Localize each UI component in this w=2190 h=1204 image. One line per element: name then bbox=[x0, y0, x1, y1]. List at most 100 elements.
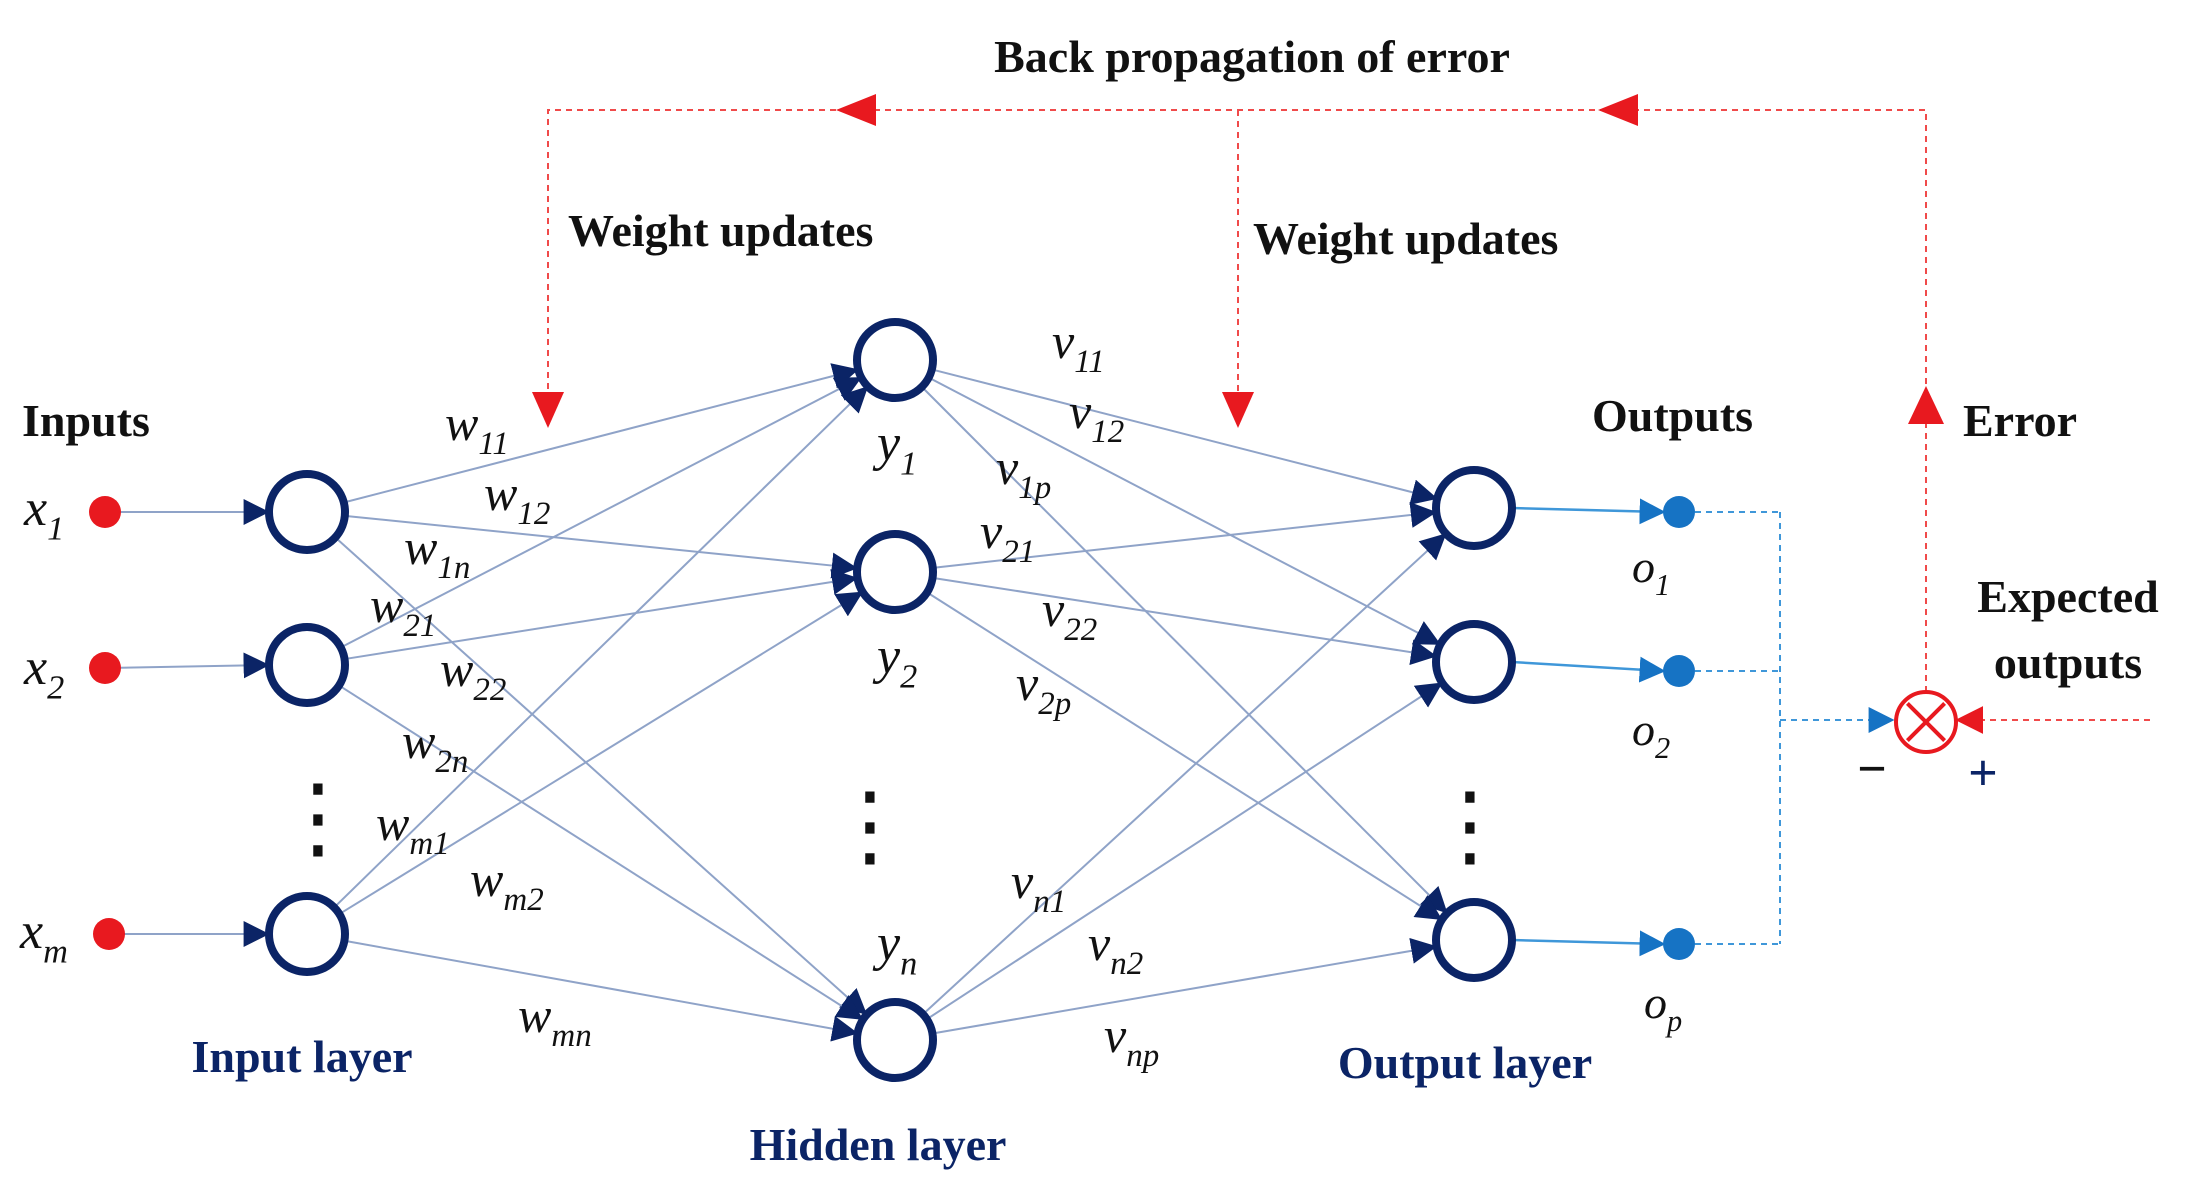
link-w-2-1 bbox=[338, 591, 864, 915]
weight-w-1n-subscript: 1n bbox=[437, 550, 470, 586]
weight-w-m1-subscript: m1 bbox=[409, 826, 449, 862]
output-lines bbox=[1511, 498, 1895, 957]
backprop-arrow-right bbox=[1598, 94, 1638, 126]
nodes bbox=[89, 94, 1958, 1082]
link-v-1-0 bbox=[932, 502, 1437, 569]
weight-w-mn-subscript: mn bbox=[551, 1018, 591, 1054]
weight-w-22-base: w bbox=[440, 641, 473, 697]
weight-v-22-subscript: 22 bbox=[1064, 612, 1097, 648]
weight-v-12-subscript: 12 bbox=[1091, 414, 1124, 450]
weight-w-m1-base: w bbox=[376, 795, 409, 851]
weight-v-n2-base: v bbox=[1088, 915, 1111, 971]
hidden-label-2-base: y bbox=[872, 628, 901, 685]
link-v-2-1 bbox=[926, 682, 1443, 1021]
input-label-3: xm bbox=[19, 903, 68, 971]
weight-v-21-base: v bbox=[980, 503, 1003, 559]
input-dot bbox=[89, 652, 121, 684]
weight-v-11-base: v bbox=[1052, 313, 1075, 369]
input-signal-line bbox=[104, 652, 270, 679]
link-v-0-2 bbox=[921, 386, 1448, 914]
weight-v-22-base: v bbox=[1042, 581, 1065, 637]
input-neuron-3 bbox=[265, 892, 349, 976]
input-label-1-base: x bbox=[23, 480, 47, 537]
ellipsis-output: ⋮ bbox=[1425, 773, 1515, 878]
weight-v-1p-base: v bbox=[996, 439, 1019, 495]
weight-w-21: w21 bbox=[370, 577, 436, 644]
weight-w-m1: wm1 bbox=[376, 795, 450, 862]
weight-update-left-arrow bbox=[532, 392, 564, 428]
input-label-3-subscript: m bbox=[43, 933, 68, 971]
link-v-0-0 bbox=[931, 368, 1438, 505]
weight-v-2p-base: v bbox=[1016, 655, 1039, 711]
weight-v-12: v12 bbox=[1069, 383, 1124, 450]
input-label-3-base: x bbox=[19, 903, 43, 960]
link-v-2-0 bbox=[922, 533, 1447, 1016]
weight-w-12-subscript: 12 bbox=[517, 496, 550, 532]
error-label: Error bbox=[1963, 395, 2077, 446]
weight-v-2p-subscript: 2p bbox=[1038, 686, 1071, 722]
weight-w-2n-subscript: 2n bbox=[435, 744, 468, 780]
weight-v-np: vnp bbox=[1104, 1007, 1159, 1074]
input-dot bbox=[93, 918, 125, 950]
weight-w-m2-base: w bbox=[470, 851, 503, 907]
output-signal-line bbox=[1511, 930, 1666, 957]
weight-v-np-subscript: np bbox=[1126, 1038, 1159, 1074]
backprop-arrow-left bbox=[836, 94, 876, 126]
weight-v-11-subscript: 11 bbox=[1074, 344, 1105, 380]
link-w-1-0 bbox=[340, 377, 862, 649]
hidden-layer-label: Hidden layer bbox=[750, 1119, 1007, 1170]
weight-v-2p: v2p bbox=[1016, 655, 1071, 722]
weight-v-n2: vn2 bbox=[1088, 915, 1143, 982]
weight-v-1p-subscript: 1p bbox=[1018, 470, 1051, 506]
output-label-2-base: o bbox=[1632, 704, 1655, 755]
link-v-2-2 bbox=[932, 937, 1438, 1035]
ellipsis-input: ⋮ bbox=[273, 765, 363, 870]
weight-update-right-arrow bbox=[1222, 392, 1254, 428]
hidden-label-1-base: y bbox=[872, 415, 901, 472]
inputs-label: Inputs bbox=[22, 395, 150, 446]
input-dot bbox=[89, 496, 121, 528]
outputs-label: Outputs bbox=[1592, 390, 1753, 441]
weight-w-12-base: w bbox=[484, 465, 517, 521]
output-layer-label: Output layer bbox=[1338, 1037, 1592, 1088]
link-w-2-0 bbox=[333, 386, 869, 909]
input-label-2-base: x bbox=[23, 639, 47, 696]
output-label-3-base: o bbox=[1644, 977, 1667, 1028]
output-neuron-1 bbox=[1432, 466, 1516, 550]
link-w-0-1 bbox=[344, 514, 858, 579]
weight-w-m2-subscript: m2 bbox=[503, 882, 543, 918]
output-label-1-subscript: 1 bbox=[1655, 568, 1670, 602]
weight-w-2n-base: w bbox=[402, 713, 435, 769]
link-v-0-1 bbox=[928, 376, 1441, 645]
weight-w-12: w12 bbox=[484, 465, 550, 532]
math-labels: x1x2xmy1y2yno1o2opw11w12w1nw21w22w2nwm1w… bbox=[19, 313, 1682, 1074]
output-label-1: o1 bbox=[1632, 541, 1670, 602]
input-neuron-1 bbox=[265, 470, 349, 554]
weight-w-22: w22 bbox=[440, 641, 506, 708]
expected-label-line2: outputs bbox=[1994, 637, 2142, 688]
weight-w-21-subscript: 21 bbox=[403, 608, 436, 644]
output-dot bbox=[1663, 655, 1695, 687]
output-label-2: o2 bbox=[1632, 704, 1670, 765]
hidden-label-3: yn bbox=[872, 915, 917, 983]
weight-v-n1-subscript: n1 bbox=[1033, 884, 1066, 920]
link-v-1-1 bbox=[932, 576, 1438, 666]
input-neuron-2 bbox=[265, 623, 349, 707]
input-label-1-subscript: 1 bbox=[47, 510, 64, 548]
link-w-1-2 bbox=[338, 684, 864, 1020]
weight-v-np-base: v bbox=[1104, 1007, 1127, 1063]
weight-w-mn: wmn bbox=[518, 987, 592, 1054]
output-label-2-subscript: 2 bbox=[1655, 731, 1670, 765]
weight-w-1n-base: w bbox=[404, 519, 437, 575]
weight-v-21: v21 bbox=[980, 503, 1035, 570]
hidden-label-2: y2 bbox=[872, 628, 917, 696]
hidden-neuron-2 bbox=[853, 530, 937, 614]
weight-w-2n: w2n bbox=[402, 713, 468, 780]
weight-v-n1-base: v bbox=[1011, 853, 1034, 909]
weight-w-11: w11 bbox=[445, 395, 509, 462]
weight-v-11: v11 bbox=[1052, 313, 1105, 380]
output-signal-line bbox=[1511, 498, 1666, 525]
output-dot bbox=[1663, 928, 1695, 960]
input-label-2-subscript: 2 bbox=[47, 669, 64, 707]
